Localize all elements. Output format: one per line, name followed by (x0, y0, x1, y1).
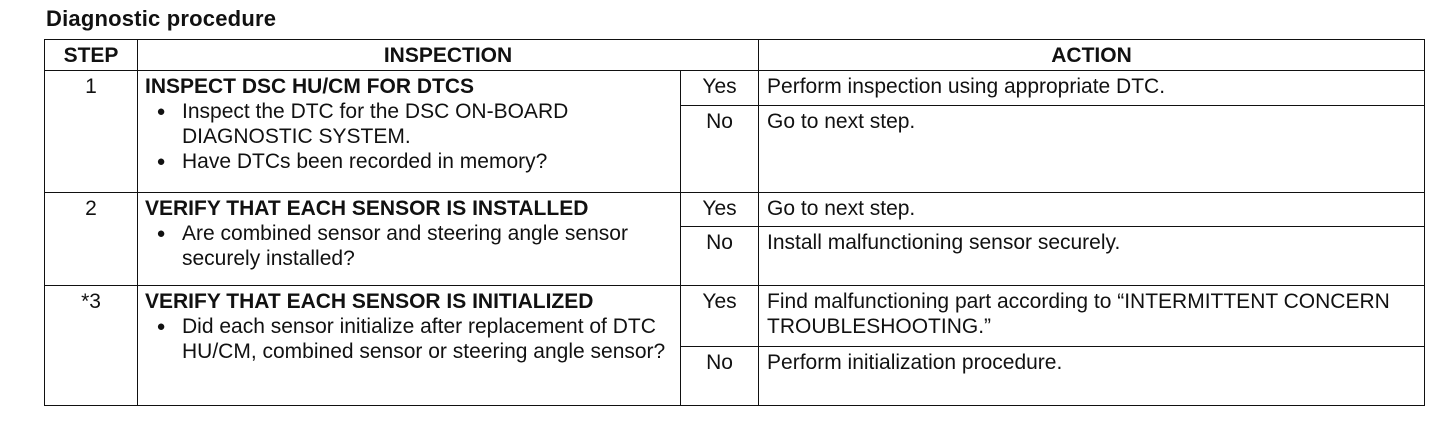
header-inspection: INSPECTION (136, 39, 760, 71)
table-row: No Install malfunctioning sensor securel… (45, 226, 1426, 287)
bullet-icon: ● (156, 103, 166, 120)
no-label: No (679, 104, 760, 193)
header-action: ACTION (758, 39, 1426, 71)
list-item: ● Did each sensor initialize after replac… (145, 314, 674, 364)
yes-action: Find malfunctioning part according to “I… (758, 285, 1426, 348)
bullet-text: Are combined sensor and steering angle s… (182, 221, 628, 270)
bullet-text: Have DTCs been recorded in memory? (182, 150, 548, 173)
inspection-bullets: ● Are combined sensor and steering angle … (145, 221, 674, 271)
yes-action: Go to next step. (758, 191, 1426, 228)
table-row: No Perform initialization procedure. (45, 346, 1426, 406)
bullet-text: Inspect the DTC for the DSC ON-BOARD DIA… (182, 100, 569, 148)
header-row: STEP INSPECTION ACTION (44, 39, 1426, 71)
header-step: STEP (44, 39, 138, 71)
list-item: ● Are combined sensor and steering angle … (145, 221, 674, 271)
bullet-icon: ● (156, 153, 166, 170)
inspection-cell: VERIFY THAT EACH SENSOR IS INSTALLED ● Ar… (137, 191, 681, 287)
bullet-icon: ● (156, 318, 166, 336)
table-row: No Go to next step. (45, 104, 1426, 193)
inspection-cell: INSPECT DSC HU/CM FOR DTCS ● Inspect the … (137, 70, 681, 193)
inspection-heading: VERIFY THAT EACH SENSOR IS INITIALIZED (145, 290, 594, 314)
inspection-heading: VERIFY THAT EACH SENSOR IS INSTALLED (145, 196, 589, 220)
no-action: Perform initialization procedure. (758, 346, 1426, 406)
bullet-icon: ● (156, 224, 166, 242)
no-label: No (679, 226, 760, 287)
table-row: 2 VERIFY THAT EACH SENSOR IS INSTALLED ●… (44, 191, 1426, 287)
list-item: ● Have DTCs been recorded in memory? (145, 149, 674, 174)
yes-label: Yes (679, 285, 760, 348)
table-row: 1 INSPECT DSC HU/CM FOR DTCS ● Inspect th… (44, 70, 1426, 193)
inspection-heading: INSPECT DSC HU/CM FOR DTCS (145, 75, 475, 98)
step-number: 1 (44, 70, 138, 193)
inspection-cell: VERIFY THAT EACH SENSOR IS INITIALIZED ●… (137, 285, 681, 406)
table-row: *3 VERIFY THAT EACH SENSOR IS INITIALIZE… (44, 285, 1426, 406)
step-number: 2 (44, 191, 138, 287)
bullet-text: Did each sensor initialize after replace… (182, 315, 666, 364)
no-label: No (679, 346, 760, 406)
page-title: Diagnostic procedure (46, 6, 277, 31)
list-item: ● Inspect the DTC for the DSC ON-BOARD DI… (145, 99, 674, 149)
diagnostic-table: STEP INSPECTION ACTION 1 INSPECT DSC HU/… (44, 39, 1426, 406)
yes-label: Yes (679, 191, 760, 228)
step-number: *3 (44, 285, 138, 406)
no-action: Go to next step. (758, 104, 1426, 193)
yes-action: Perform inspection using appropriate DTC… (758, 70, 1426, 106)
no-action: Install malfunctioning sensor securely. (758, 226, 1426, 287)
inspection-bullets: ● Did each sensor initialize after replac… (145, 314, 674, 364)
inspection-bullets: ● Inspect the DTC for the DSC ON-BOARD DI… (145, 99, 674, 174)
yes-label: Yes (679, 70, 760, 106)
